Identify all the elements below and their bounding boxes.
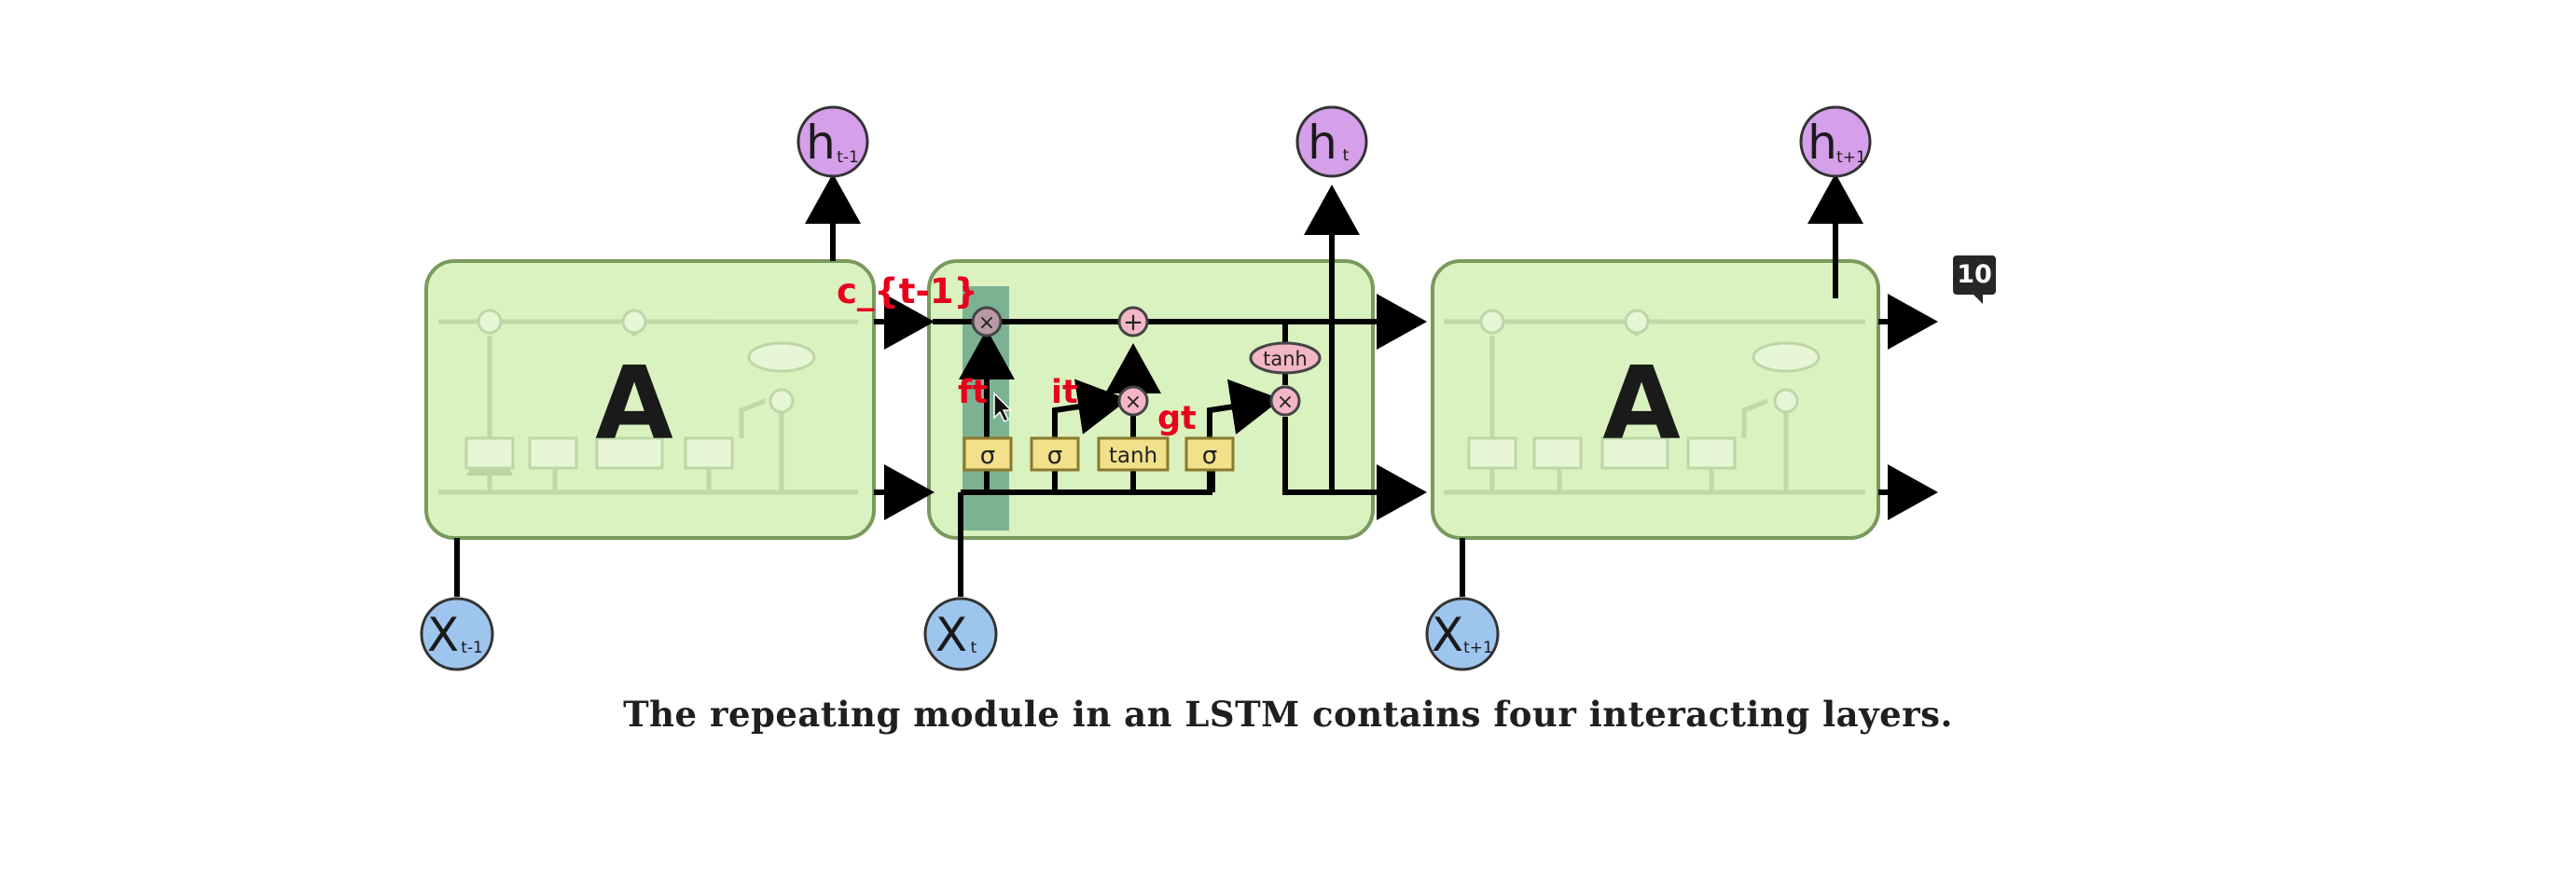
output-multiply-op: × (1277, 391, 1294, 414)
annotation-forget: ft (958, 374, 988, 411)
svg-text:X: X (935, 608, 967, 662)
sigma-output-gate: σ (1202, 442, 1217, 470)
sigma-forget-gate: σ (980, 442, 995, 470)
svg-text:h: h (1807, 116, 1837, 170)
sigma-input-gate: σ (1047, 442, 1062, 470)
tanh-candidate-gate: tanh (1109, 444, 1157, 468)
add-op: + (1123, 309, 1143, 337)
cell-middle: σ σ tanh σ × + × × tanh (927, 185, 1427, 597)
annotations: c_{t-1} ft it gt (837, 271, 1197, 437)
svg-text:X: X (1432, 608, 1463, 662)
svg-text:t-1: t-1 (461, 639, 483, 657)
output-node-h-current: h t (1295, 105, 1368, 178)
cell-left-label: A (595, 346, 673, 462)
cell-left: A (424, 259, 876, 540)
figure-caption: The repeating module in an LSTM contains… (623, 694, 1953, 735)
svg-text:h: h (806, 116, 836, 170)
annotation-candidate: gt (1157, 400, 1197, 437)
annotation-input: it (1051, 374, 1078, 411)
output-node-h-prev: h t-1 (796, 105, 869, 178)
forget-multiply-op: × (978, 311, 995, 335)
input-multiply-op: × (1125, 391, 1142, 414)
svg-text:t-1: t-1 (837, 148, 859, 167)
output-node-h-next: h t+1 (1799, 105, 1872, 178)
svg-text:t+1: t+1 (1463, 639, 1493, 657)
annotation-cell-state-prev: c_{t-1} (837, 271, 978, 311)
svg-text:h: h (1308, 116, 1337, 170)
svg-text:t: t (1343, 146, 1350, 165)
input-node-x-next: X t+1 (1425, 597, 1500, 671)
gate-row: σ σ tanh σ (963, 436, 1235, 472)
input-node-x-prev: X t-1 (420, 597, 494, 671)
svg-text:t+1: t+1 (1836, 148, 1866, 167)
cell-right-label: A (1602, 346, 1681, 462)
input-node-x-current: X t (923, 597, 998, 671)
cell-right: A (1431, 259, 1880, 540)
page-badge: 10 (1953, 255, 1996, 304)
tanh-cell-op: tanh (1263, 348, 1308, 370)
svg-text:t: t (971, 639, 977, 657)
connectors (454, 173, 1938, 597)
svg-text:X: X (427, 608, 459, 662)
mouse-cursor-icon (993, 392, 1013, 423)
